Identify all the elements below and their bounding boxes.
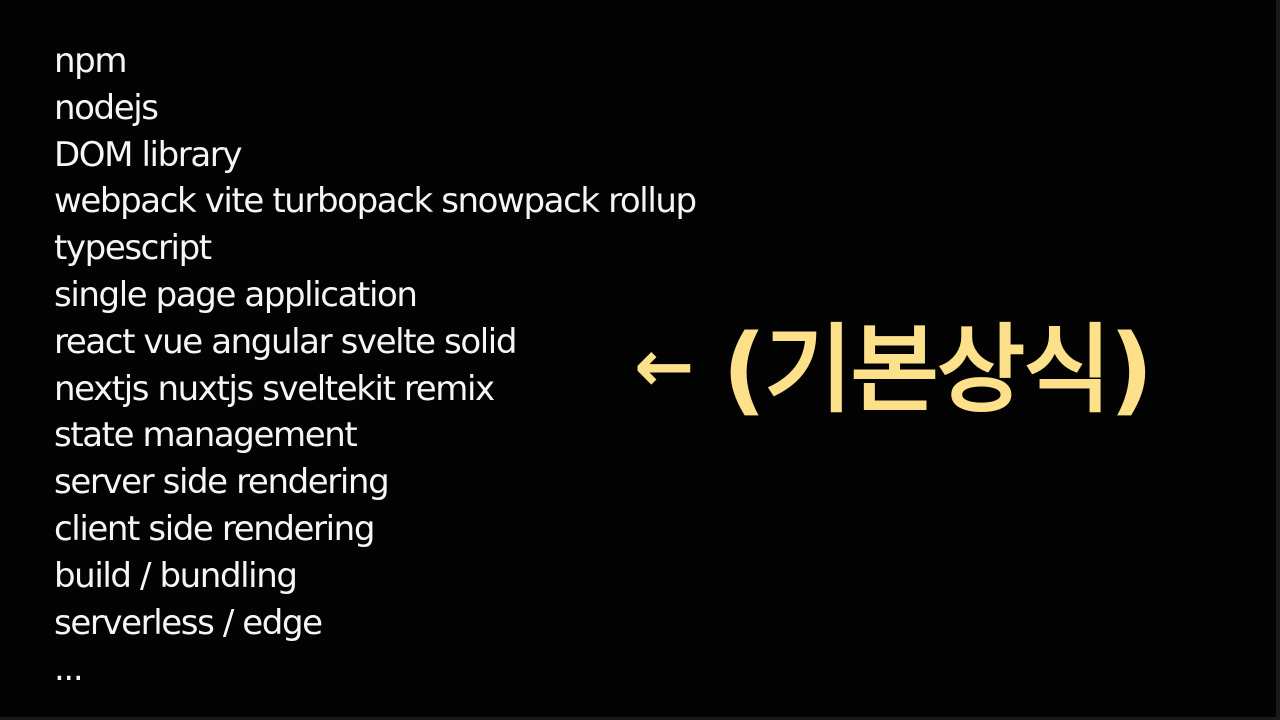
list-item: npm xyxy=(54,41,127,81)
list-item: server side rendering xyxy=(54,462,390,503)
list-item: nodejs xyxy=(54,87,159,128)
arrow-left-icon: ← xyxy=(634,324,695,408)
callout: ← (기본상식) xyxy=(634,314,1153,426)
list-item: state management xyxy=(54,415,358,456)
list-item: webpack vite turbopack snowpack rollup xyxy=(54,181,697,222)
list-item-ellipsis: ... xyxy=(54,649,84,690)
list-item: build / bundling xyxy=(54,555,298,596)
list-item: DOM library xyxy=(54,134,242,175)
list-item: typescript xyxy=(54,228,212,269)
list-item: client side rendering xyxy=(54,508,375,549)
list-item: react vue angular svelte solid xyxy=(54,321,517,362)
topic-list: npm nodejs DOM library webpack vite turb… xyxy=(54,38,697,693)
list-item: nextjs nuxtjs sveltekit remix xyxy=(54,368,495,409)
list-item: serverless / edge xyxy=(54,602,323,643)
callout-label: (기본상식) xyxy=(722,314,1153,426)
list-item: single page application xyxy=(54,274,418,315)
